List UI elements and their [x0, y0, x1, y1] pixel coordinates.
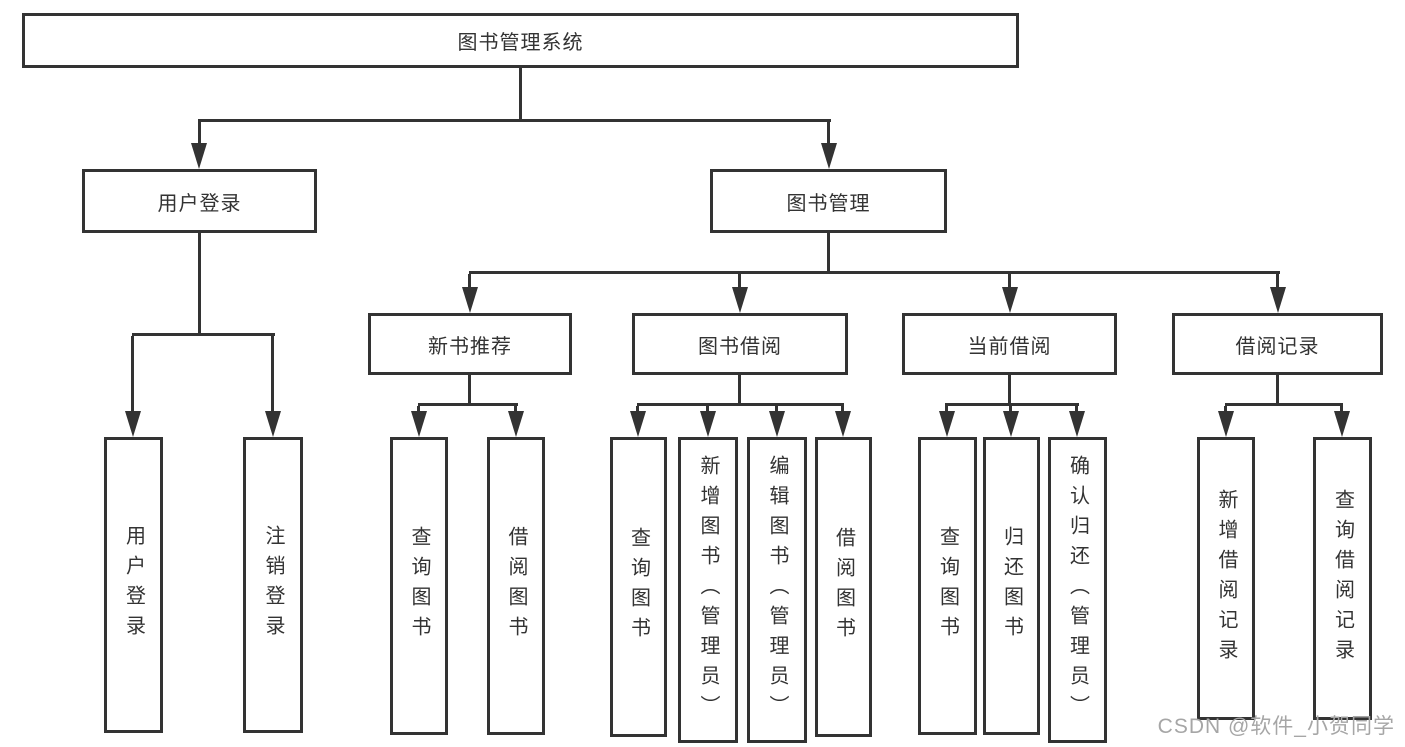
leaf-label: 用户登录 — [122, 525, 145, 645]
arrow-down-icon — [462, 287, 478, 313]
leaf-query-books-borrow: 查询图书 — [610, 437, 667, 737]
leaf-return-books: 归还图书 — [983, 437, 1040, 735]
connector-line — [468, 375, 471, 406]
leaf-label: 查询图书 — [408, 526, 430, 646]
arrow-down-icon — [939, 411, 955, 437]
leaf-label: 归还图书 — [1000, 526, 1023, 646]
arrow-down-icon — [1002, 287, 1018, 313]
connector-line — [1225, 403, 1343, 406]
leaf-label: 借阅图书 — [505, 526, 527, 646]
arrow-down-icon — [700, 411, 716, 437]
connector-line — [132, 333, 275, 336]
connector-line — [827, 122, 830, 146]
leaf-label: 新增图书（管理员） — [697, 455, 719, 725]
leaf-label: 新增借阅记录 — [1215, 488, 1237, 669]
connector-line — [469, 271, 1280, 274]
leaf-label: 查询借阅记录 — [1331, 488, 1354, 669]
node-root: 图书管理系统 — [22, 13, 1019, 68]
connector-line — [131, 336, 134, 414]
node-user-login: 用户登录 — [82, 169, 317, 233]
leaf-edit-book-admin: 编辑图书（管理员） — [747, 437, 807, 743]
connector-line — [1276, 375, 1279, 406]
connector-line — [738, 274, 741, 290]
watermark: CSDN @软件_小贺同学 — [1157, 715, 1395, 738]
node-label: 图书管理系统 — [457, 32, 584, 54]
arrow-down-icon — [1069, 411, 1085, 437]
leaf-label: 查询图书 — [936, 526, 959, 646]
node-borrow-records: 借阅记录 — [1172, 313, 1383, 375]
connector-line — [418, 403, 518, 406]
leaf-query-borrow-record: 查询借阅记录 — [1313, 437, 1372, 720]
arrow-down-icon — [630, 411, 646, 437]
connector-line — [198, 119, 831, 122]
connector-line — [1008, 274, 1011, 290]
arrow-down-icon — [769, 411, 785, 437]
connector-line — [738, 375, 741, 406]
leaf-confirm-return-admin: 确认归还（管理员） — [1048, 437, 1107, 743]
leaf-label: 查询图书 — [627, 527, 650, 647]
connector-line — [271, 336, 274, 414]
leaf-add-borrow-record: 新增借阅记录 — [1197, 437, 1255, 720]
connector-line — [1008, 375, 1011, 406]
node-book-borrow: 图书借阅 — [632, 313, 848, 375]
node-book-management: 图书管理 — [710, 169, 947, 233]
leaf-label: 确认归还（管理员） — [1066, 455, 1089, 725]
connector-line — [198, 122, 201, 146]
connector-line — [637, 403, 844, 406]
connector-line — [198, 233, 201, 335]
arrow-down-icon — [411, 411, 427, 437]
leaf-query-books-current: 查询图书 — [918, 437, 977, 735]
arrow-down-icon — [732, 287, 748, 313]
connector-line — [827, 233, 830, 274]
leaf-label: 借阅图书 — [832, 527, 855, 647]
arrow-down-icon — [835, 411, 851, 437]
leaf-query-books-recommend: 查询图书 — [390, 437, 448, 735]
leaf-borrow-books-recommend: 借阅图书 — [487, 437, 545, 735]
node-label: 图书管理 — [786, 192, 871, 215]
connector-line — [519, 68, 522, 122]
leaf-add-book-admin: 新增图书（管理员） — [678, 437, 738, 743]
arrow-down-icon — [265, 411, 281, 437]
node-label: 借阅记录 — [1235, 335, 1320, 358]
leaf-label: 注销登录 — [262, 525, 284, 645]
node-label: 用户登录 — [157, 192, 242, 215]
arrow-down-icon — [1334, 411, 1350, 437]
leaf-borrow-books: 借阅图书 — [815, 437, 872, 737]
leaf-logout: 注销登录 — [243, 437, 303, 733]
arrow-down-icon — [1218, 411, 1234, 437]
leaf-user-login: 用户登录 — [104, 437, 163, 733]
arrow-down-icon — [191, 143, 207, 169]
arrow-down-icon — [125, 411, 141, 437]
arrow-down-icon — [508, 411, 524, 437]
node-current-borrow: 当前借阅 — [902, 313, 1117, 375]
connector-line — [1276, 274, 1279, 290]
connector-line — [468, 274, 471, 290]
leaf-label: 编辑图书（管理员） — [766, 455, 788, 725]
node-new-book-recommend: 新书推荐 — [368, 313, 572, 375]
node-label: 当前借阅 — [967, 335, 1052, 358]
node-label: 新书推荐 — [428, 335, 512, 358]
arrow-down-icon — [1270, 287, 1286, 313]
arrow-down-icon — [1003, 411, 1019, 437]
arrow-down-icon — [821, 143, 837, 169]
node-label: 图书借阅 — [698, 335, 782, 358]
connector-line — [945, 403, 1079, 406]
